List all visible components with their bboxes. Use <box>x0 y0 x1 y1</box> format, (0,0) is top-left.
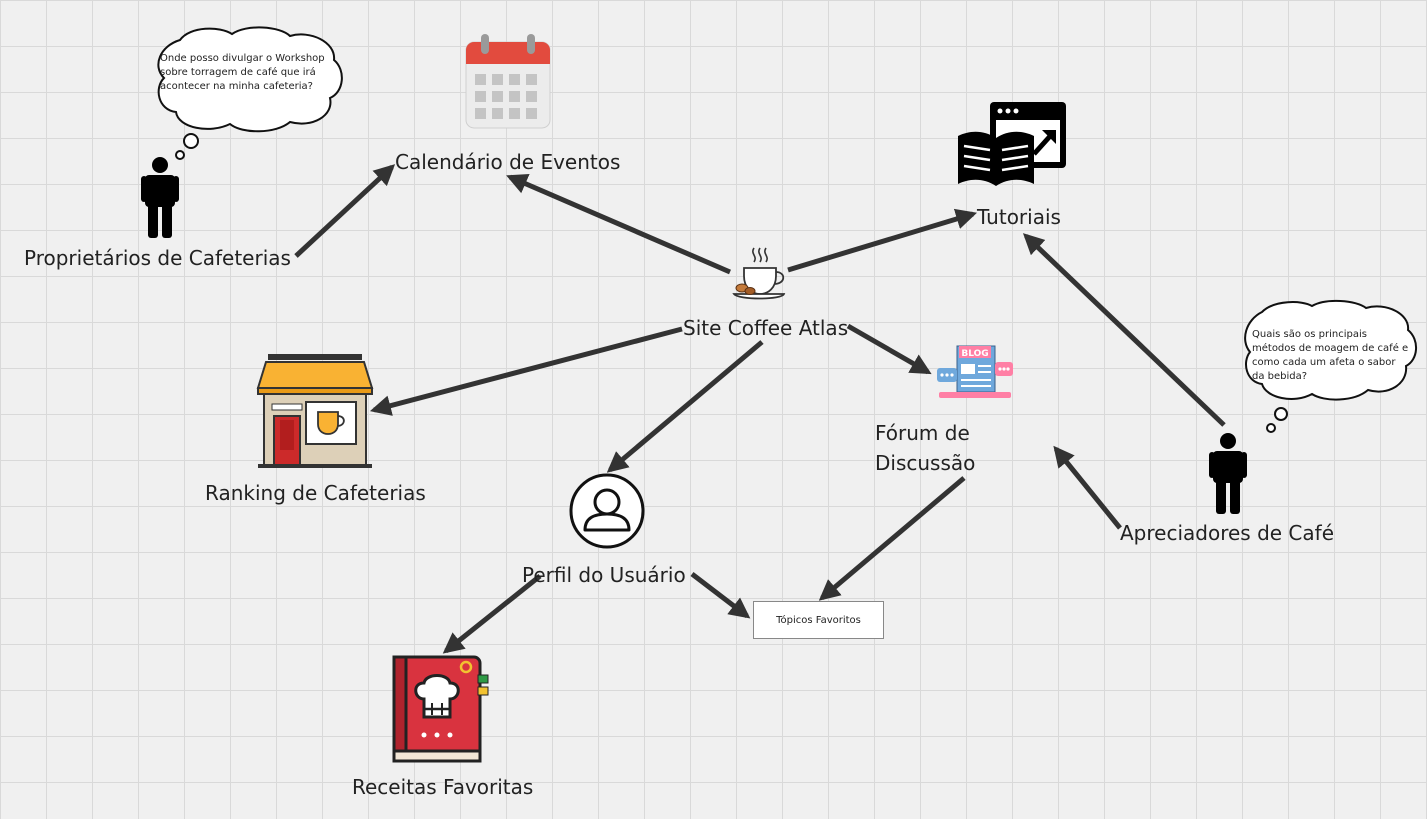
node-recipes-label: Receitas Favoritas <box>352 775 534 799</box>
node-forum-label-line2: Discussão <box>875 451 976 475</box>
arrow-forum-to-topics <box>818 476 966 601</box>
blog-forum-icon: BLOG <box>937 345 1013 398</box>
node-center-label: Site Coffee Atlas <box>683 316 849 340</box>
arrow-center-to-ranking <box>369 326 683 416</box>
thought-bubble-owner <box>157 26 343 160</box>
arrow-owners-to-calendar <box>294 164 396 258</box>
arrow-center-to-tutorials <box>787 208 978 273</box>
node-topics-label: Tópicos Favoritos <box>776 614 861 626</box>
arrow-profile-to-topics <box>690 572 751 619</box>
arrow-appreciators-to-forum <box>1053 445 1122 530</box>
node-ranking-label: Ranking de Cafeterias <box>205 481 426 505</box>
owner-question-text: Onde posso divulgar o Workshop sobre tor… <box>160 53 325 92</box>
node-calendar-label: Calendário de Eventos <box>395 150 621 174</box>
arrow-center-to-calendar <box>506 174 731 275</box>
node-forum-label-line1: Fórum de <box>875 421 970 445</box>
blog-badge-text: BLOG <box>961 349 988 359</box>
coffee-cup-icon <box>732 247 786 300</box>
node-tutorials-label: Tutoriais <box>977 205 1061 229</box>
calendar-icon <box>465 34 551 129</box>
appreciator-question-text: Quais são os principais métodos de moage… <box>1252 329 1409 382</box>
coffee-shop-icon <box>256 354 374 468</box>
person-owner-icon <box>141 157 179 238</box>
node-topics-box: Tópicos Favoritos <box>753 601 884 639</box>
node-appreciators-label: Apreciadores de Café <box>1120 521 1334 545</box>
arrow-appreciators-to-tutorials <box>1022 233 1226 427</box>
thought-bubble-appreciator <box>1244 300 1417 433</box>
user-profile-icon <box>569 473 645 549</box>
person-appreciator-icon <box>1209 433 1247 514</box>
node-owners-label: Proprietários de Cafeterias <box>24 246 291 270</box>
recipe-book-icon <box>392 655 489 763</box>
arrow-profile-to-recipes <box>442 574 542 654</box>
tutorial-book-screen-icon <box>958 102 1066 186</box>
node-profile-label: Perfil do Usuário <box>522 563 686 587</box>
arrow-center-to-profile <box>606 340 764 473</box>
arrow-center-to-forum <box>846 323 932 375</box>
